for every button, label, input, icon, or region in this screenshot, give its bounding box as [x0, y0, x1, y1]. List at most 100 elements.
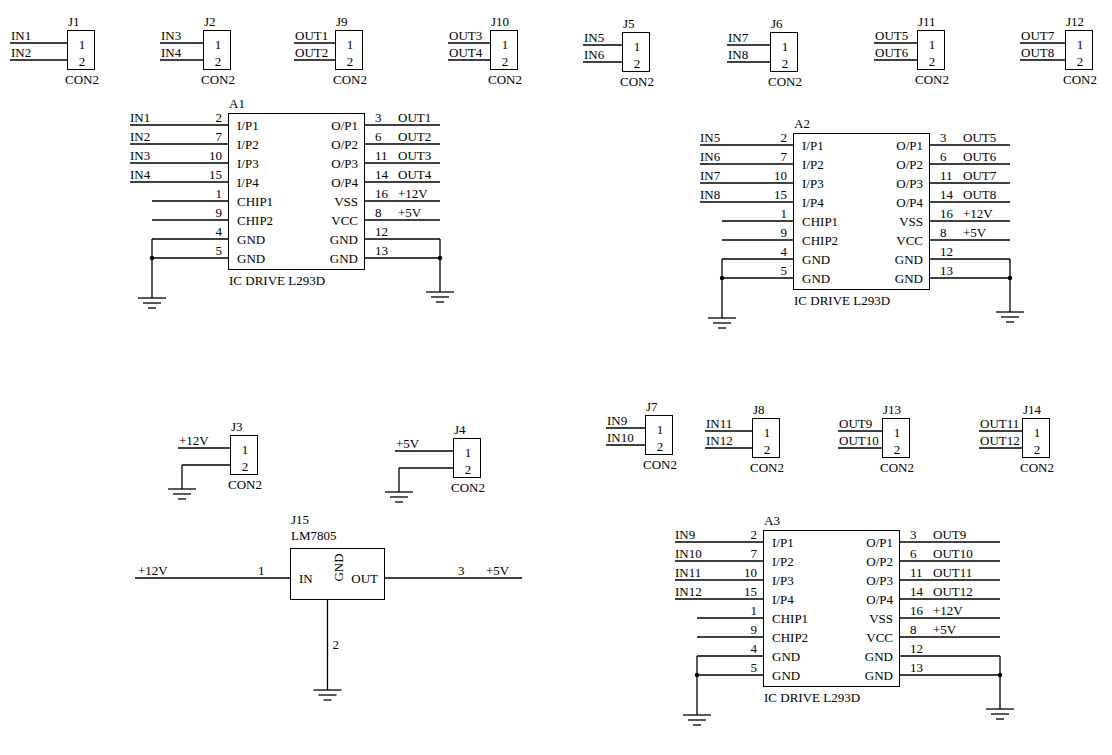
pin-name: O/P2 [866, 555, 893, 568]
pin-number: 2 [751, 528, 758, 541]
part-value: IC DRIVE L293D [229, 274, 325, 287]
wire [135, 577, 290, 578]
pin-name: O/P2 [331, 138, 358, 151]
wire [874, 42, 917, 43]
net-label: OUT4 [449, 46, 482, 59]
wire [722, 277, 793, 278]
pin-name: VSS [899, 215, 923, 228]
wire [365, 143, 440, 144]
pin-name: CHIP1 [772, 612, 808, 625]
net-label: IN11 [706, 417, 732, 430]
pin-number: 4 [751, 642, 758, 655]
wire [152, 200, 228, 201]
pin-number: 9 [781, 226, 788, 239]
wire [1020, 59, 1065, 60]
wire [900, 560, 1000, 561]
net-label: IN8 [728, 48, 748, 61]
wire [930, 144, 1010, 145]
part-reference: J14 [1023, 403, 1041, 416]
ground-bar [693, 724, 701, 725]
ic-l293d: A1I/P1O/P1I/P2O/P2I/P3O/P3I/P4O/P4CHIP1V… [228, 113, 365, 270]
net-label: IN3 [130, 149, 150, 162]
net-label: IN6 [584, 48, 604, 61]
wire [439, 239, 440, 292]
wire [10, 59, 67, 60]
ground-bar [324, 699, 332, 700]
wire [398, 468, 399, 492]
part-reference: J11 [918, 15, 936, 28]
pin-name: VCC [896, 234, 923, 247]
pin-name: VSS [334, 195, 358, 208]
pin-name: GND [802, 272, 830, 285]
wire [160, 42, 203, 43]
net-label: IN7 [728, 31, 748, 44]
wire [130, 162, 228, 163]
pin-number: 13 [375, 244, 388, 257]
net-label: IN8 [700, 188, 720, 201]
pin-name: O/P4 [866, 593, 893, 606]
pin-number: 15 [209, 168, 222, 181]
pin-name: O/P3 [331, 157, 358, 170]
pin-number: 1 [215, 38, 222, 51]
wire [1020, 42, 1065, 43]
part-reference: A2 [794, 117, 810, 130]
wire [365, 257, 440, 258]
connector-con2: J412CON2 [453, 438, 481, 478]
ground-symbol [683, 715, 711, 725]
pin-name: I/P2 [772, 555, 794, 568]
wire [930, 220, 1010, 221]
wire [700, 144, 793, 145]
part-reference: J10 [491, 15, 509, 28]
net-label: OUT7 [963, 169, 996, 182]
net-label: +12V [138, 564, 168, 577]
wire [697, 617, 763, 618]
pin-number: 1 [258, 564, 265, 577]
ground-bar [319, 694, 337, 695]
pin-number: 2 [347, 55, 354, 68]
part-value: CON2 [488, 73, 522, 86]
wire [838, 447, 882, 448]
part-value: IC DRIVE L293D [794, 294, 890, 307]
wire [365, 238, 440, 239]
wire [675, 579, 763, 580]
wire [178, 447, 230, 448]
voltage-regulator: J15LM7805INGNDOUT [290, 548, 385, 600]
wire [900, 674, 1000, 675]
pin-number: 1 [894, 426, 901, 439]
connector-con2: J512CON2 [622, 32, 650, 72]
net-label: OUT10 [839, 434, 879, 447]
pin-number: 2 [634, 57, 641, 70]
pin-number: 14 [910, 585, 923, 598]
pin-number: 5 [216, 244, 223, 257]
net-label: OUT1 [295, 29, 328, 42]
wire [130, 124, 228, 125]
connector-con2: J612CON2 [770, 32, 798, 72]
part-reference: J4 [454, 423, 466, 436]
wire [838, 430, 882, 431]
part-value: CON2 [228, 478, 262, 491]
part-reference: J6 [771, 17, 783, 30]
pin-number: 1 [1077, 38, 1084, 51]
net-label: OUT4 [398, 168, 431, 181]
pin-number: 13 [940, 264, 953, 277]
part-value: CON2 [768, 75, 802, 88]
wire [583, 44, 622, 45]
net-label: OUT8 [1021, 46, 1054, 59]
part-reference: J3 [231, 420, 243, 433]
ground-bar [436, 301, 444, 302]
pin-name: GND [330, 233, 358, 246]
wire [722, 258, 793, 259]
pin-name: VCC [331, 214, 358, 227]
pin-name: I/P1 [802, 139, 824, 152]
ground-bar [996, 718, 1004, 719]
wire [606, 444, 645, 445]
pin-number: 12 [375, 225, 388, 238]
pin-number: 14 [375, 168, 388, 181]
ic-l293d: A2I/P1O/P1I/P2O/P2I/P3O/P3I/P4O/P4CHIP1V… [793, 133, 930, 290]
pin-number: 1 [929, 38, 936, 51]
wire [721, 259, 722, 318]
pin-number: 2 [764, 443, 771, 456]
net-label: IN10 [675, 547, 702, 560]
wire [930, 182, 1010, 183]
ground-bar [991, 713, 1009, 714]
